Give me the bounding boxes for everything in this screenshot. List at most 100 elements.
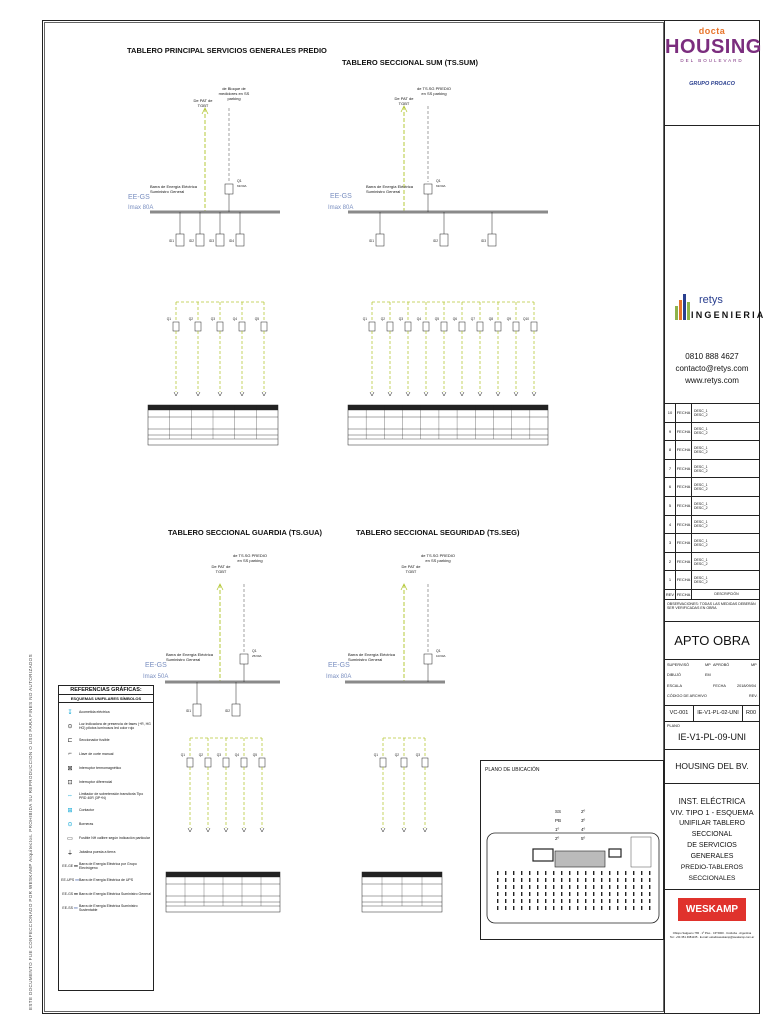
rev-number: 7 <box>665 459 676 478</box>
breaker-label: Q4 <box>235 753 239 757</box>
legend-item: ⊠Interruptor termomagnético <box>61 761 151 775</box>
code3: R00 <box>745 710 757 717</box>
desc-line-5: PREDIO-TABLEROS SECCIONALES <box>680 863 744 882</box>
breaker-label: Q4 <box>233 317 237 321</box>
p3-source-b: de TS.SG PREDIO en SS parking <box>233 553 267 563</box>
legend-text: Interruptor diferencial <box>79 779 113 784</box>
legend-text: Fusible NH calibre según indicación part… <box>79 835 151 840</box>
legend-item: EE-SS━Barra de Energía Eléctrica Suminis… <box>61 901 151 915</box>
rev-desc-2: DESC_2 <box>694 431 708 436</box>
diff-label: ID1 <box>186 709 191 713</box>
drawn-value: EM <box>705 672 711 677</box>
diff-label: ID2 <box>189 239 194 243</box>
rev-date: FECHA <box>676 515 692 534</box>
housing-subtitle: DEL BOULEVARD <box>680 58 744 63</box>
rev-label: REV. <box>749 693 758 698</box>
legend-text: Barra de Energía Eléctrica Suministro Ge… <box>79 891 151 896</box>
breaker-label: Q8 <box>489 317 493 321</box>
rev-desc-1: DESC_1 <box>694 520 708 525</box>
legend-item: ⌐Llave de corte manual <box>61 747 151 761</box>
rev-desc-1: DESC_1 <box>694 483 708 488</box>
rev-number: 4 <box>665 515 676 534</box>
code2: IE-V1-PL-02-UNI <box>694 705 743 722</box>
docta-logo: docta <box>698 26 726 36</box>
rev-header-fecha: FECHA <box>676 589 692 599</box>
legend-symbol-icon: ⇔ <box>67 793 73 799</box>
breaker-label: Q9 <box>507 317 511 321</box>
desc-line-2: VIV. TIPO 1 - ESQUEMA <box>670 807 754 817</box>
breaker-label: Q3 <box>217 753 221 757</box>
floor-label-right: 5º <box>581 836 586 841</box>
rev-number: 1 <box>665 571 676 589</box>
location-map <box>486 832 660 924</box>
rev-date: FECHA <box>676 571 692 589</box>
breaker-label: Q2 <box>199 753 203 757</box>
legend-title: REFERENCIAS GRÁFICAS: <box>59 686 153 695</box>
breaker-label: Q5 <box>435 317 439 321</box>
p4-source-a: De PAT de TGBT <box>401 564 421 574</box>
p2-source-a: De PAT de TGBT <box>394 96 414 106</box>
rev-date: FECHA <box>676 459 692 478</box>
legend-symbol-icon: EE-GE━ <box>62 863 78 870</box>
main-breaker-label: Q1 <box>436 179 441 183</box>
desc-line-4: DE SERVICIOS GENERALES <box>687 841 737 860</box>
contact-phone: 0810 888 4627 <box>685 352 739 361</box>
rev-date: FECHA <box>676 534 692 552</box>
rev-number: 3 <box>665 534 676 552</box>
p2-ee-label: EE-GS <box>330 193 352 200</box>
legend-symbol-icon: ⊠ <box>67 765 73 772</box>
legend-symbol-icon: ⊏ <box>67 737 73 744</box>
diff-label: ID3 <box>481 239 486 243</box>
floor-label-left: SS <box>555 809 562 814</box>
breaker-label: Q2 <box>189 317 193 321</box>
legend-item: EE-GE━Barra de Energía Eléctrica por Gru… <box>61 859 151 873</box>
legend-item: EE-GS━Barra de Energía Eléctrica Suminis… <box>61 887 151 901</box>
client-logo-cell: docta HOUSING DEL BOULEVARD GRUPO PROACO <box>665 20 761 126</box>
p4-busbar-label: Barra de Energía Eléctrica Suministro Ge… <box>348 652 395 662</box>
rev-desc-1: DESC_1 <box>694 408 708 413</box>
rev-date: FECHA <box>676 478 692 496</box>
codes-cell: VC-001 IE-V1-PL-02-UNI R00 <box>665 705 759 722</box>
architect-contact: Tel.: +54 351 4681135 · E-mail: estudiow… <box>669 934 755 939</box>
breaker-label: Q2 <box>381 317 385 321</box>
p4-ee-label: EE-GS <box>328 662 350 669</box>
breaker-label: Q7 <box>471 317 475 321</box>
rev-desc-2: DESC_2 <box>694 449 708 454</box>
p3-busbar-label: Barra de Energía Eléctrica Suministro Ge… <box>166 652 213 662</box>
breaker-label: Q3 <box>416 753 420 757</box>
main-breaker-label: Q1 <box>252 649 257 653</box>
floor-label-right: 2º <box>581 809 586 814</box>
rev-desc-1: DESC_1 <box>694 445 708 450</box>
legend-item: ⏚Jabalina puesta a tierra <box>61 845 151 859</box>
legend-symbol-icon: ↧ <box>67 709 73 716</box>
rev-date: FECHA <box>676 441 692 459</box>
p2-source-b: de TS.SG PREDIO en SS parking <box>417 86 451 96</box>
breaker-label: Q3 <box>399 317 403 321</box>
floor-label-right: 4º <box>581 827 586 832</box>
rev-desc-2: DESC_2 <box>694 580 708 585</box>
main-breaker-rating: 63/30A <box>436 184 446 188</box>
diff-label: ID1 <box>369 239 374 243</box>
legend-item: ⊡Interruptor diferencial <box>61 775 151 789</box>
rev-desc-1: DESC_1 <box>694 576 708 581</box>
rev-date: FECHA <box>676 552 692 571</box>
desc-line-1: INST. ELÉCTRICA <box>678 796 746 806</box>
legend-code: EE-UPS <box>61 878 75 882</box>
p3-ee-label: EE-GS <box>145 662 167 669</box>
legend-text: Acometida eléctrica <box>79 709 110 714</box>
legend-symbol-icon: ⊞ <box>67 807 73 814</box>
legend-code: EE-SS <box>62 906 73 910</box>
observations-cell: OBSERVACIONES: TODAS LAS MEDIDAS DEBERÁN… <box>665 600 759 622</box>
rev-number: 6 <box>665 478 676 496</box>
